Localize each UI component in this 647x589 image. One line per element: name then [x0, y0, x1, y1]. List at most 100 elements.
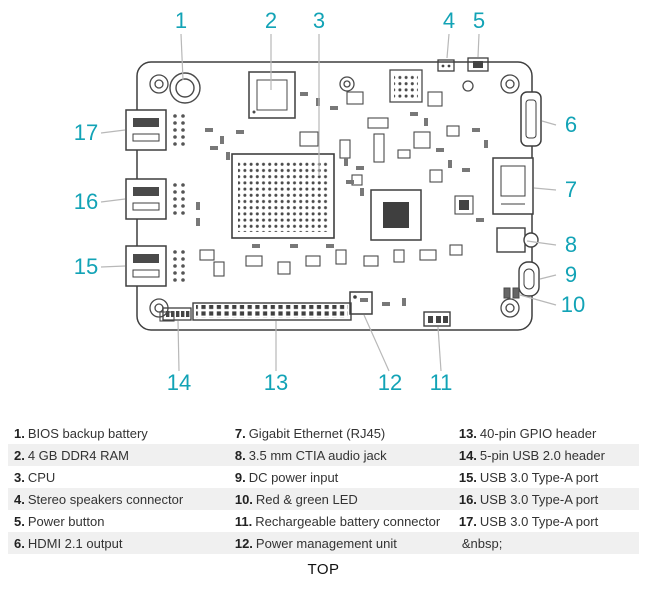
usb-port-15	[125, 245, 167, 287]
legend-item-11: 11.Rechargeable battery connector	[229, 510, 453, 532]
legend-item-10: 10.Red & green LED	[229, 488, 453, 510]
legend-item-blank: &nbsp;	[453, 532, 639, 554]
legend-item-9: 9.DC power input	[229, 466, 453, 488]
usb-header-dots-17	[173, 114, 185, 146]
legend-item-text: Stereo speakers connector	[27, 491, 184, 507]
hdmi-port	[520, 91, 542, 147]
legend-item-text: Red & green LED	[255, 491, 358, 507]
usb-port-17	[125, 109, 167, 151]
board-diagram: 1 2 3 4 5 6 7 8 9 10 17 16 15 14 13 12 1…	[74, 8, 585, 395]
speaker-connector	[437, 59, 455, 72]
cpu-chip	[231, 153, 335, 239]
callout-11: 11	[430, 370, 453, 395]
legend-item-text: CPU	[27, 469, 56, 485]
usb-port-16	[125, 178, 167, 220]
callout-10: 10	[561, 292, 585, 317]
audio-jack	[496, 227, 539, 253]
legend-item-text: USB 3.0 Type-A port	[479, 469, 599, 485]
board-side-label: TOP	[307, 561, 340, 578]
legend-item-text: HDMI 2.1 output	[27, 535, 123, 551]
legend-item-number: 1.	[14, 425, 25, 441]
leader-lines	[100, 33, 557, 372]
legend-item-1: 1.BIOS backup battery	[8, 422, 229, 444]
legend-item-13: 13.40-pin GPIO header	[453, 422, 639, 444]
legend-row: 3.CPU 9.DC power input 15.USB 3.0 Type-A…	[8, 466, 639, 488]
status-leds	[503, 287, 520, 299]
legend-item-text: Gigabit Ethernet (RJ45)	[248, 425, 386, 441]
legend-item-number: 2.	[14, 447, 25, 463]
legend-item-7: 7.Gigabit Ethernet (RJ45)	[229, 422, 453, 444]
legend-item-number: 11.	[234, 513, 253, 529]
legend-item-text: 5-pin USB 2.0 header	[479, 447, 605, 463]
legend-item-number: 12.	[234, 535, 253, 551]
legend-item-text: 4 GB DDR4 RAM	[27, 447, 129, 463]
legend-item-text: &nbsp;	[461, 535, 503, 551]
bios-battery	[169, 72, 201, 104]
legend-row: 5.Power button 11.Rechargeable battery c…	[8, 510, 639, 532]
usb-header-dots-15	[173, 250, 185, 282]
legend-item-text: Rechargeable battery connector	[255, 513, 441, 529]
legend-item-3: 3.CPU	[8, 466, 229, 488]
legend-item-15: 15.USB 3.0 Type-A port	[453, 466, 639, 488]
callout-3: 3	[313, 8, 325, 33]
passive-components	[159, 91, 488, 322]
callout-6: 6	[565, 112, 577, 137]
ram-chip	[248, 71, 296, 119]
legend-item-number: 10.	[234, 491, 253, 507]
power-button-component	[467, 57, 489, 72]
legend-item-text: 40-pin GPIO header	[479, 425, 597, 441]
legend-item-number: 15.	[458, 469, 477, 485]
usb-header-dots-16	[173, 183, 185, 215]
legend-item-text: Power management unit	[255, 535, 397, 551]
legend-item-text: 3.5 mm CTIA audio jack	[248, 447, 387, 463]
legend-row: 1.BIOS backup battery 7.Gigabit Ethernet…	[8, 422, 639, 444]
controller-chip	[389, 69, 423, 103]
legend-item-text: BIOS backup battery	[27, 425, 148, 441]
legend-item-4: 4.Stereo speakers connector	[8, 488, 229, 510]
soc-chip	[370, 189, 422, 241]
legend-item-number: 14.	[458, 447, 477, 463]
legend-item-number: 17.	[458, 513, 477, 529]
callout-15: 15	[74, 254, 98, 279]
legend-item-number: 13.	[458, 425, 477, 441]
legend-table: 1.BIOS backup battery 7.Gigabit Ethernet…	[8, 422, 639, 554]
battery-connector	[423, 311, 451, 327]
ethernet-port	[492, 157, 534, 215]
legend-item-text: DC power input	[248, 469, 339, 485]
dc-power-input	[518, 261, 540, 297]
legend-item-14: 14.5-pin USB 2.0 header	[453, 444, 639, 466]
legend-item-number: 5.	[14, 513, 25, 529]
callout-4: 4	[443, 8, 455, 33]
pmu-chip	[349, 291, 373, 315]
legend-item-6: 6.HDMI 2.1 output	[8, 532, 229, 554]
callout-labels: 1 2 3 4 5 6 7 8 9 10 17 16 15 14 13 12 1…	[74, 8, 585, 395]
legend-row: 4.Stereo speakers connector 10.Red & gre…	[8, 488, 639, 510]
callout-1: 1	[175, 8, 187, 33]
legend-item-number: 3.	[14, 469, 25, 485]
legend-row: 2.4 GB DDR4 RAM 8.3.5 mm CTIA audio jack…	[8, 444, 639, 466]
legend-item-text: USB 3.0 Type-A port	[479, 491, 599, 507]
legend-item-text: USB 3.0 Type-A port	[479, 513, 599, 529]
callout-9: 9	[565, 262, 577, 287]
callout-5: 5	[473, 8, 485, 33]
callout-8: 8	[565, 232, 577, 257]
callout-2: 2	[265, 8, 277, 33]
callout-14: 14	[167, 370, 191, 395]
legend-item-number: 9.	[234, 469, 246, 485]
legend-item-17: 17.USB 3.0 Type-A port	[453, 510, 639, 532]
callout-17: 17	[74, 120, 98, 145]
legend-item-16: 16.USB 3.0 Type-A port	[453, 488, 639, 510]
legend-row: 6.HDMI 2.1 output 12.Power management un…	[8, 532, 639, 554]
legend-item-2: 2.4 GB DDR4 RAM	[8, 444, 229, 466]
legend-item-number: 6.	[14, 535, 25, 551]
legend-item-number: 7.	[234, 425, 246, 441]
legend-item-text: Power button	[27, 513, 105, 529]
callout-12: 12	[378, 370, 402, 395]
legend-item-5: 5.Power button	[8, 510, 229, 532]
gpio-header	[192, 302, 352, 321]
legend-item-8: 8.3.5 mm CTIA audio jack	[229, 444, 453, 466]
usb2-header	[162, 307, 192, 321]
callout-16: 16	[74, 189, 98, 214]
legend-item-number: 4.	[14, 491, 25, 507]
